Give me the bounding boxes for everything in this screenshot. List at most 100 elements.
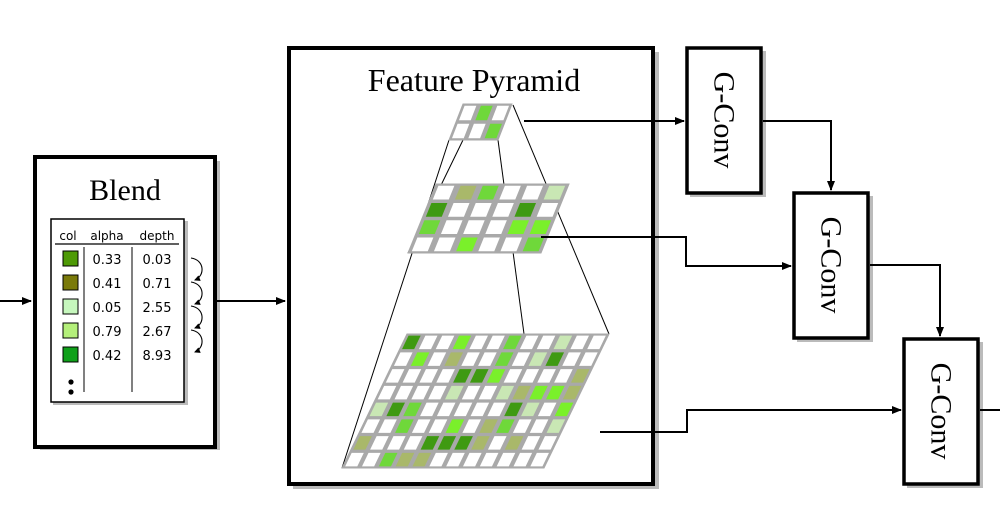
feature-cell bbox=[471, 436, 490, 450]
pyramid-level-bottom bbox=[341, 333, 610, 469]
feature-cell bbox=[453, 402, 473, 417]
feature-cell bbox=[425, 202, 448, 217]
feature-cell bbox=[494, 352, 514, 366]
feature-cell bbox=[500, 237, 523, 252]
feature-cell bbox=[537, 402, 557, 417]
feature-cell bbox=[461, 352, 480, 366]
alpha-value: 0.42 bbox=[93, 349, 122, 364]
gconv-box bbox=[902, 337, 980, 486]
feature-cell bbox=[444, 352, 464, 366]
feature-cell bbox=[511, 352, 531, 366]
gconv-label: G-Conv bbox=[815, 217, 848, 314]
depth-order-arrows bbox=[190, 257, 203, 353]
feature-cell bbox=[513, 452, 533, 467]
feature-cell bbox=[530, 452, 549, 467]
feature-cell bbox=[454, 436, 473, 450]
feature-cell bbox=[529, 419, 549, 433]
grid-backdrop bbox=[407, 183, 570, 254]
feature-cell bbox=[537, 369, 556, 383]
feature-cell bbox=[478, 237, 500, 252]
bottom-level-to-gconv3-arrow bbox=[600, 406, 902, 433]
feature-cell bbox=[377, 385, 397, 400]
feature-cell bbox=[570, 369, 590, 383]
feature-cell bbox=[536, 202, 559, 217]
feature-cell bbox=[546, 385, 565, 400]
color-swatch bbox=[62, 346, 79, 363]
color-swatch bbox=[62, 322, 79, 339]
feature-cell bbox=[512, 419, 532, 433]
feature-cell bbox=[562, 352, 581, 366]
feature-cell bbox=[463, 452, 482, 467]
feature-cell bbox=[562, 385, 582, 400]
feature-cell bbox=[411, 237, 434, 252]
depth-value: 2.55 bbox=[143, 301, 172, 316]
feature-cell bbox=[491, 105, 510, 121]
ellipsis-dot bbox=[68, 379, 74, 385]
gconv1-to-gconv2-arrow bbox=[763, 120, 835, 191]
feature-cell bbox=[395, 419, 414, 433]
feature-cell bbox=[529, 220, 552, 235]
feature-cell bbox=[440, 220, 463, 235]
feature-cell bbox=[418, 220, 441, 235]
feature-cell bbox=[538, 436, 558, 450]
feature-cell bbox=[504, 436, 524, 450]
feature-cell bbox=[436, 402, 456, 417]
feature-cell bbox=[495, 385, 515, 400]
feature-cell bbox=[485, 220, 507, 235]
feature-cell bbox=[462, 419, 482, 433]
feature-cell bbox=[512, 385, 531, 400]
depth-value: 0.03 bbox=[143, 253, 172, 268]
feature-cell bbox=[412, 452, 432, 467]
feature-pyramid-module: Feature Pyramid bbox=[287, 46, 659, 489]
feature-cell bbox=[385, 369, 405, 383]
feature-cell bbox=[507, 220, 530, 235]
gconv-module-3: G-Conv bbox=[902, 337, 983, 488]
pyramid-levels bbox=[341, 103, 610, 469]
feature-cell bbox=[420, 436, 440, 450]
feature-cell bbox=[553, 335, 573, 350]
feature-cell bbox=[410, 352, 430, 366]
feature-cell bbox=[452, 335, 472, 350]
alpha-value: 0.33 bbox=[93, 253, 122, 268]
mid-level-to-gconv2-arrow bbox=[541, 236, 792, 270]
feature-cell bbox=[453, 369, 472, 383]
feature-cell bbox=[529, 385, 548, 400]
feature-cell bbox=[470, 402, 490, 417]
gconv-module-1: G-Conv bbox=[685, 46, 766, 197]
feature-cell bbox=[521, 185, 544, 200]
pyramid-title: Feature Pyramid bbox=[368, 62, 580, 98]
feature-cell bbox=[469, 335, 488, 350]
curl-arrow bbox=[190, 329, 203, 353]
gconv-label: G-Conv bbox=[925, 363, 958, 460]
depth-value: 0.71 bbox=[143, 277, 172, 292]
feature-cell bbox=[528, 352, 548, 366]
feature-cell bbox=[386, 436, 406, 450]
feature-cell bbox=[394, 385, 414, 400]
blend-col-header-depth: depth bbox=[140, 229, 175, 243]
feature-cell bbox=[503, 369, 523, 383]
gconv2-to-gconv3-arrow bbox=[870, 264, 944, 337]
gconv-box bbox=[792, 191, 870, 340]
blend-row: 0.33 0.03 bbox=[62, 250, 172, 268]
feature-cell bbox=[554, 369, 573, 383]
feature-cell bbox=[479, 419, 498, 433]
feature-cell bbox=[429, 452, 448, 467]
feature-cell bbox=[393, 352, 413, 366]
feature-cell bbox=[428, 385, 447, 400]
feature-cell bbox=[361, 419, 381, 433]
feature-cell bbox=[432, 185, 455, 200]
alpha-value: 0.79 bbox=[93, 325, 122, 340]
feature-cell bbox=[468, 123, 486, 139]
feature-cell bbox=[479, 452, 499, 467]
feature-cell bbox=[570, 335, 589, 350]
feature-cell bbox=[420, 402, 439, 417]
alpha-value: 0.41 bbox=[93, 277, 122, 292]
feature-cell bbox=[487, 436, 507, 450]
feature-cell bbox=[403, 436, 423, 450]
color-swatch bbox=[62, 298, 79, 315]
